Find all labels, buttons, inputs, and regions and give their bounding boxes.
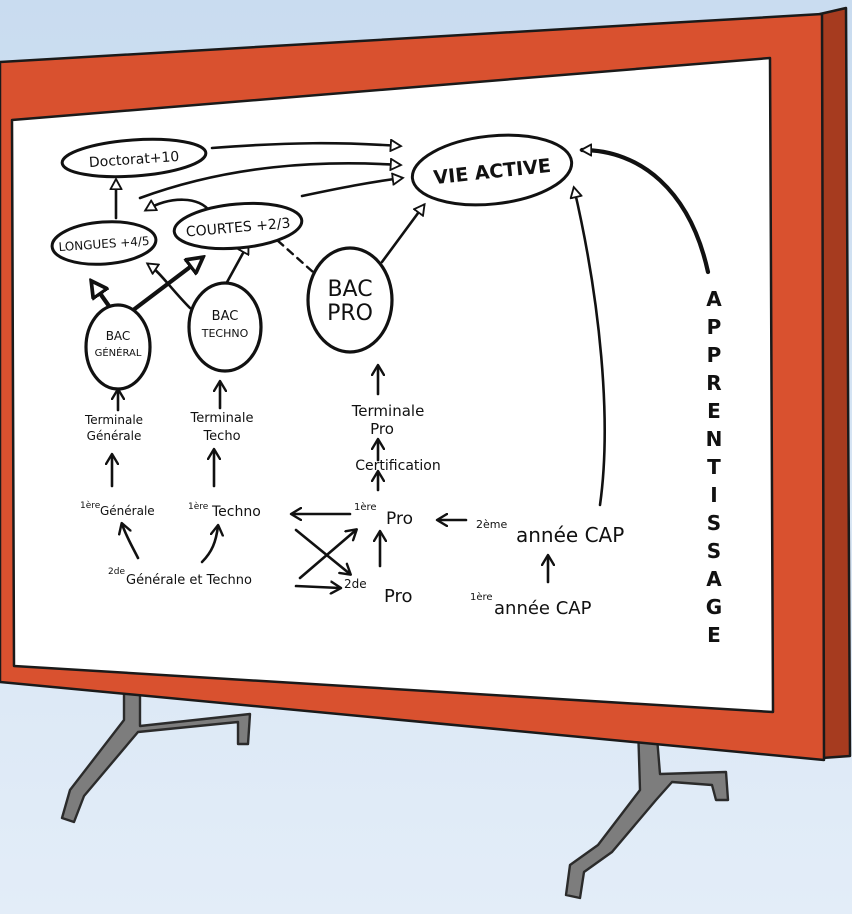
doctorat-label: Doctorat+10 (88, 149, 179, 171)
diagram-edges (92, 143, 711, 588)
bac-pro-line-1: BAC (327, 277, 372, 302)
node-longues: LONGUES +4/5 (50, 220, 158, 266)
seconde-gt-sup: 2de (108, 567, 125, 577)
apprentissage-letter: E (707, 399, 721, 423)
longues-label: LONGUES +4/5 (58, 234, 150, 254)
apprentissage-letter: I (710, 483, 717, 507)
cap1-sup: 1ère (470, 591, 493, 603)
cap1-label: année CAP (494, 598, 592, 619)
node-doctorat: Doctorat+10 (60, 137, 208, 179)
node-courtes: COURTES +2/3 (172, 201, 304, 251)
seconde-pro-sup: 2de (344, 577, 367, 591)
apprentissage-letter: T (707, 455, 721, 479)
apprentissage-letter: A (706, 287, 722, 311)
apprentissage-letter: S (707, 511, 721, 535)
terminale-pro-line-1: Terminale (351, 402, 425, 420)
premiere-generale-label: Générale (100, 504, 155, 518)
terminale-techno-line-1: Terminale (190, 411, 254, 426)
premiere-pro-label: Pro (386, 509, 413, 529)
board-stand (60, 668, 730, 900)
bac-pro-line-2: PRO (327, 301, 373, 326)
apprentissage-letter: N (706, 427, 723, 451)
node-bac-pro: BAC PRO (306, 246, 394, 354)
cap2-sup: 2ème (476, 518, 507, 531)
apprentissage-letter: P (707, 343, 722, 367)
node-bac-general: BAC GÉNÉRAL (84, 303, 152, 391)
cap2-label: année CAP (516, 523, 624, 547)
apprentissage-letter: E (707, 623, 721, 647)
premiere-pro-sup: 1ère (354, 501, 377, 513)
apprentissage-letter: G (706, 595, 722, 619)
bac-general-line-2: GÉNÉRAL (95, 346, 142, 359)
apprentissage-letter: A (706, 567, 722, 591)
apprentissage-letter: S (707, 539, 721, 563)
terminale-generale-line-1: Terminale (84, 413, 143, 427)
bac-techno-line-1: BAC (212, 309, 239, 324)
apprentissage-letter: R (706, 371, 721, 395)
seconde-gt-label: Générale et Techno (126, 573, 252, 588)
certification-label: Certification (355, 458, 440, 474)
bac-techno-line-2: TECHNO (201, 327, 249, 340)
terminale-techno-line-2: Techo (202, 429, 240, 444)
premiere-techno-label: Techno (211, 504, 261, 520)
node-bac-techno: BAC TECHNO (187, 281, 263, 373)
study-step-labels: Terminale Générale Terminale Techo Termi… (80, 402, 624, 619)
apprentissage-letter: P (707, 315, 722, 339)
node-vie-active: VIE ACTIVE (410, 133, 574, 207)
premiere-generale-sup: 1ère (80, 500, 101, 511)
terminale-generale-line-2: Générale (87, 429, 142, 443)
bac-general-line-1: BAC (106, 329, 131, 343)
premiere-techno-sup: 1ère (188, 501, 209, 512)
seconde-pro-label: Pro (384, 586, 413, 607)
terminale-pro-line-2: Pro (370, 420, 394, 438)
